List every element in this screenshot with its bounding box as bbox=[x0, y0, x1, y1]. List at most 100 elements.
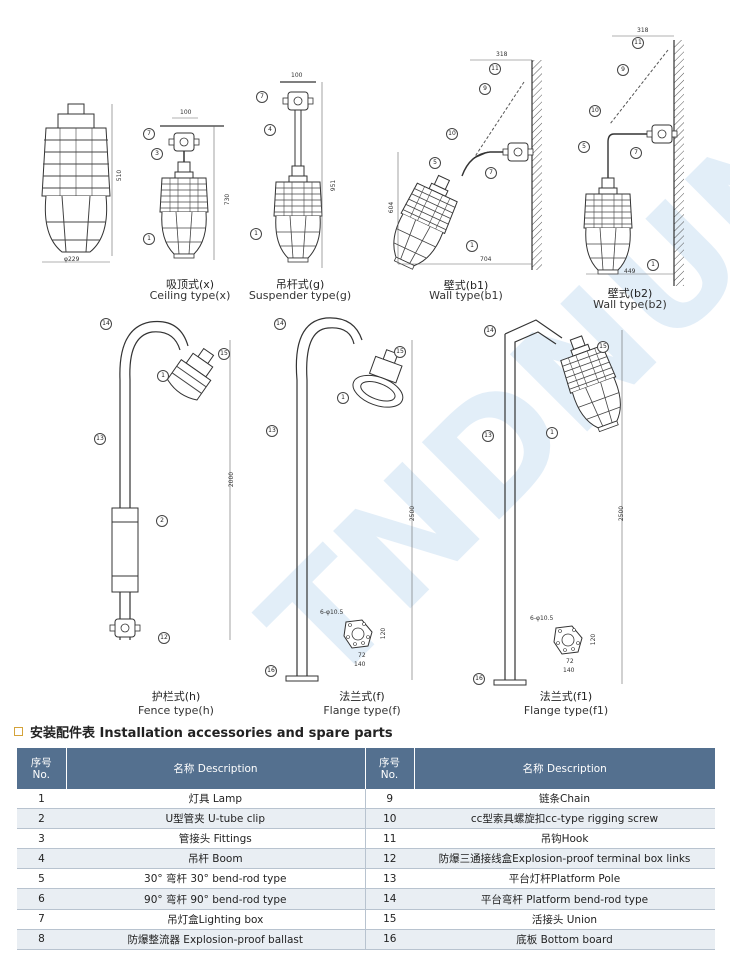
caption-flange-en: Flange type(f) bbox=[323, 704, 401, 717]
callout-1-suspender: 1 bbox=[250, 228, 262, 240]
dim-120-f: 120 bbox=[380, 627, 388, 640]
callout-15-f1: 15 bbox=[597, 341, 609, 353]
header-no-en: No. bbox=[32, 768, 50, 781]
callout-11-b1: 11 bbox=[489, 63, 501, 75]
callout-10-b2: 10 bbox=[589, 105, 601, 117]
caption-ceiling-cn: 吸顶式(x) bbox=[165, 278, 215, 291]
callout-16-f: 16 bbox=[265, 665, 277, 677]
table-row: 7 吊灯盒Lighting box 15 活接头 Union bbox=[17, 909, 715, 930]
callout-1-ceiling: 1 bbox=[143, 233, 155, 245]
dim-510: 510 bbox=[116, 169, 124, 182]
callout-1-f: 1 bbox=[337, 392, 349, 404]
dim-100-ceiling: 100 bbox=[180, 109, 192, 116]
dim-100-suspender: 100 bbox=[291, 72, 303, 79]
caption-flange-cn: 法兰式(f) bbox=[339, 690, 385, 703]
table-header-row: 序号 No. 名称 Description 序号 No. 名称 Descript… bbox=[17, 748, 715, 789]
watermark: TNDNUN bbox=[231, 80, 730, 716]
callout-1-b2: 1 bbox=[647, 259, 659, 271]
cell-no: 3 bbox=[17, 828, 66, 850]
caption-flange-f1-cn: 法兰式(f1) bbox=[539, 690, 593, 703]
cell-no: 16 bbox=[364, 929, 414, 950]
header-no-cn: 序号 bbox=[379, 756, 400, 769]
caption-b1-cn: 壁式(b1) bbox=[443, 279, 489, 292]
caption-b2-en: Wall type(b2) bbox=[593, 298, 667, 311]
section-bullet-icon bbox=[14, 726, 23, 736]
header-description-right: 名称 Description bbox=[414, 748, 715, 789]
caption-ceiling-en: Ceiling type(x) bbox=[149, 289, 231, 302]
header-no-left: 序号 No. bbox=[17, 748, 67, 789]
callout-7-ceiling: 7 bbox=[143, 128, 155, 140]
caption-b2-cn: 壁式(b2) bbox=[607, 287, 653, 300]
suspender-type-drawing bbox=[273, 81, 323, 268]
svg-text:TNDNUN: TNDNUN bbox=[231, 80, 730, 716]
caption-suspender-cn: 吊杆式(g) bbox=[275, 278, 325, 291]
header-description-left: 名称 Description bbox=[66, 748, 366, 789]
cell-no: 12 bbox=[364, 848, 414, 870]
callout-13-f: 13 bbox=[266, 425, 278, 437]
cell-no: 7 bbox=[17, 909, 66, 930]
cell-no: 2 bbox=[17, 808, 66, 830]
cell-description: 管接头 Fittings bbox=[66, 828, 365, 850]
wall-type-b2-drawing bbox=[583, 35, 684, 286]
cell-no: 1 bbox=[17, 789, 66, 810]
callout-4-suspender: 4 bbox=[264, 124, 276, 136]
table-row: 5 30° 弯杆 30° bend-rod type 13 平台灯杆Platfo… bbox=[17, 868, 715, 890]
section-header: 安装配件表 Installation accessories and spare… bbox=[14, 722, 393, 741]
dim-2500-f1: 2500 bbox=[618, 505, 626, 522]
callout-1-f1: 1 bbox=[546, 427, 558, 439]
cell-no: 13 bbox=[364, 868, 414, 890]
dim-140-f: 140 bbox=[354, 661, 366, 668]
wall-type-b1-drawing bbox=[381, 59, 542, 276]
dim-229: φ229 bbox=[64, 256, 80, 263]
dim-449: 449 bbox=[624, 268, 636, 275]
callout-9-b1: 9 bbox=[479, 83, 491, 95]
header-no-en: No. bbox=[380, 768, 399, 781]
caption-b1-en: Wall type(b1) bbox=[429, 289, 503, 302]
callout-13-f1: 13 bbox=[482, 430, 494, 442]
flange-type-drawing bbox=[285, 317, 413, 682]
callout-3-ceiling: 3 bbox=[151, 148, 163, 160]
dim-2000: 2000 bbox=[228, 471, 236, 488]
dim-72-f1: 72 bbox=[566, 658, 574, 665]
cell-description: 防爆整流器 Explosion-proof ballast bbox=[66, 929, 365, 950]
cell-no: 9 bbox=[364, 789, 414, 810]
cell-description: U型管夹 U-tube clip bbox=[66, 808, 365, 830]
callout-9-b2: 9 bbox=[617, 64, 629, 76]
dim-140-f1: 140 bbox=[563, 667, 575, 674]
callout-14-h: 14 bbox=[100, 318, 112, 330]
cell-description: 灯具 Lamp bbox=[66, 789, 365, 810]
cell-description: 吊杆 Boom bbox=[66, 848, 365, 870]
cell-description: cc型索具螺旋扣cc-type rigging screw bbox=[414, 808, 715, 830]
dim-holes-f: 6-φ10.5 bbox=[320, 609, 344, 616]
callout-14-f1: 14 bbox=[484, 325, 496, 337]
callout-11-b2: 11 bbox=[632, 37, 644, 49]
cell-no: 4 bbox=[17, 848, 66, 870]
caption-flange-f1-en: Flange type(f1) bbox=[523, 704, 609, 717]
cell-no: 15 bbox=[364, 909, 414, 930]
dim-704: 704 bbox=[480, 256, 492, 263]
dim-951: 951 bbox=[330, 179, 338, 192]
callout-15-h: 15 bbox=[218, 348, 230, 360]
cell-description: 30° 弯杆 30° bend-rod type bbox=[66, 868, 365, 890]
callout-7-suspender: 7 bbox=[256, 91, 268, 103]
cell-description: 平台灯杆Platform Pole bbox=[414, 868, 715, 890]
fence-type-drawing bbox=[109, 320, 231, 640]
caption-suspender-en: Suspender type(g) bbox=[248, 289, 352, 302]
table-row: 6 90° 弯杆 90° bend-rod type 14 平台弯杆 Platf… bbox=[17, 888, 715, 910]
callout-7-b2: 7 bbox=[630, 147, 642, 159]
callout-2-h: 2 bbox=[156, 515, 168, 527]
cell-description: 活接头 Union bbox=[414, 909, 715, 930]
dim-604: 604 bbox=[388, 201, 396, 214]
header-no-right: 序号 No. bbox=[365, 748, 415, 789]
cell-description: 平台弯杆 Platform bend-rod type bbox=[414, 888, 715, 910]
callout-7-b1: 7 bbox=[485, 167, 497, 179]
cell-description: 防爆三通接线盒Explosion-proof terminal box link… bbox=[414, 848, 715, 870]
callout-5-b1: 5 bbox=[429, 157, 441, 169]
table-row: 1 灯具 Lamp 9 链条Chain bbox=[17, 789, 715, 810]
callout-5-b2: 5 bbox=[578, 141, 590, 153]
callout-15-f: 15 bbox=[394, 346, 406, 358]
table-row: 8 防爆整流器 Explosion-proof ballast 16 底板 Bo… bbox=[17, 929, 715, 950]
dim-318-b2: 318 bbox=[637, 27, 649, 34]
cell-no: 8 bbox=[17, 929, 66, 950]
cell-description: 链条Chain bbox=[414, 789, 715, 810]
